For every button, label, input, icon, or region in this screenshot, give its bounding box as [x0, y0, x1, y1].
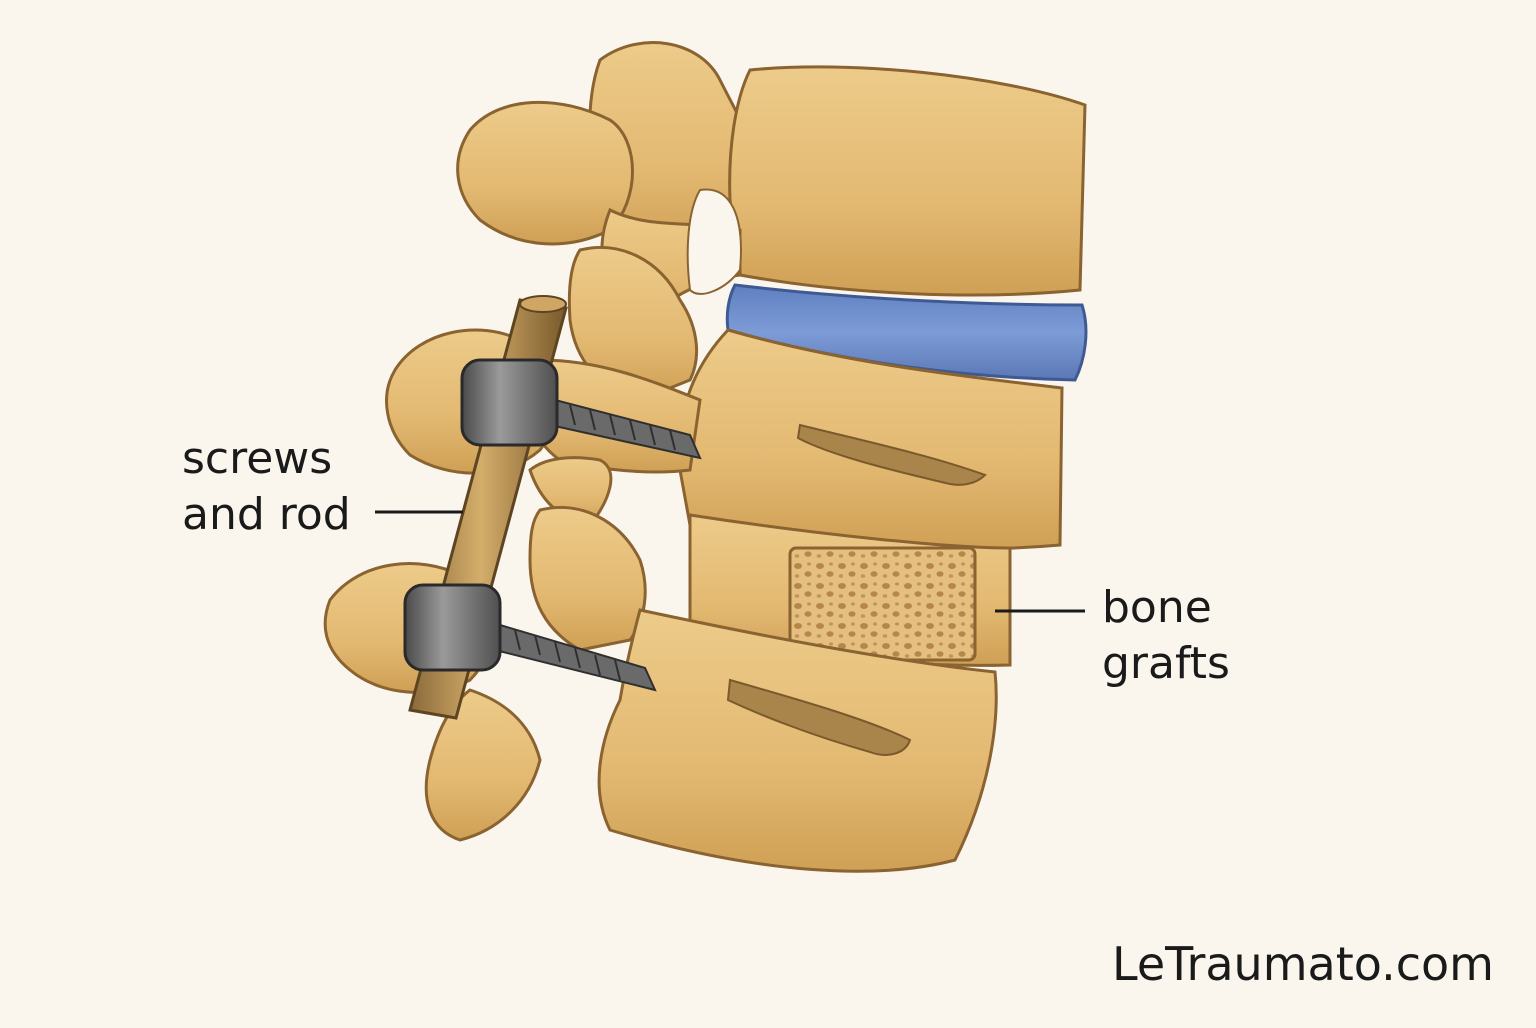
lower-vertebra — [323, 505, 998, 873]
screw-track — [796, 423, 987, 486]
bone-grafts-label: bone grafts — [1102, 580, 1230, 692]
screws-label-line1: screws — [182, 433, 333, 484]
upper-pedicle-screw — [460, 358, 702, 460]
screws-label-line2: and rod — [182, 489, 351, 540]
screws-and-rod-label: screws and rod — [182, 431, 351, 543]
grafts-label-line1: bone — [1102, 582, 1212, 633]
lower-pedicle-screw — [403, 583, 657, 692]
grafts-label-line2: grafts — [1102, 638, 1230, 689]
bone-graft — [788, 546, 977, 662]
upper-vertebra — [456, 41, 1087, 333]
site-watermark: LeTraumato.com — [1112, 937, 1494, 991]
bone-graft-region — [688, 513, 1012, 667]
screw-track — [726, 678, 912, 756]
